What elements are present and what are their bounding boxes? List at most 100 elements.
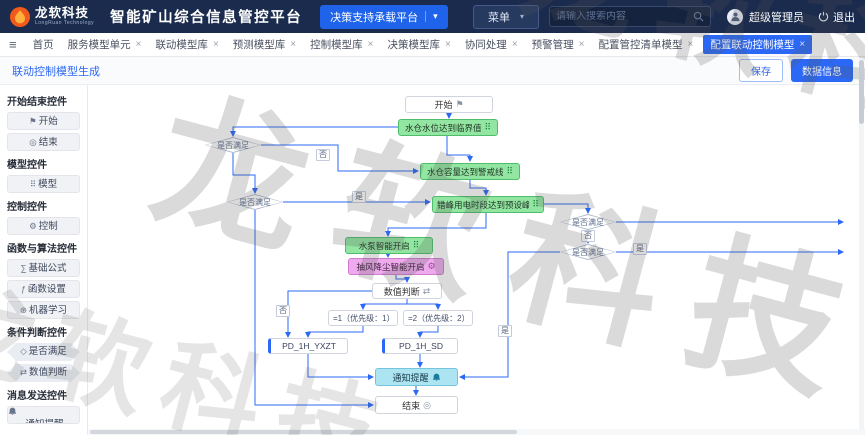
swap-arrows-icon: ⇄	[422, 285, 431, 296]
vertical-scrollbar-thumb[interactable]	[859, 60, 864, 124]
model-toolbar: 联动控制模型生成 保存 数据信息	[0, 57, 865, 85]
flow-node-g2[interactable]: 水仓容量达到警戒线⠿	[420, 163, 520, 180]
tab-item[interactable]: 控制模型库 ×	[303, 33, 380, 56]
tab-item[interactable]: 预警管理 ×	[525, 33, 592, 56]
flow-edge	[469, 180, 489, 196]
flag-icon: ⚑	[455, 99, 464, 109]
sidebar-item-model[interactable]: ⠿模型	[7, 175, 80, 193]
flow-edge	[395, 275, 410, 283]
flow-node-notify[interactable]: 通知提醒	[375, 368, 458, 386]
tab-close-icon[interactable]: ×	[444, 38, 451, 50]
flow-node-d1[interactable]: 是否满足	[205, 137, 261, 153]
flow-node-pink[interactable]: 抽风降尘智能开启⚙	[348, 258, 444, 275]
menu-dropdown-button[interactable]: 菜单 ▾	[472, 4, 539, 29]
sidebar-item-formula[interactable]: ∑基础公式	[7, 259, 80, 277]
flow-node-pd2[interactable]: PD_1H_SD	[382, 338, 458, 354]
flow-edge	[305, 326, 364, 338]
flow-node-g3[interactable]: 错峰用电时段达到预设峰值段⠿	[432, 196, 544, 213]
flow-node-pd1[interactable]: PD_1H_YXZT	[268, 338, 348, 354]
platform-button-label: 决策支持承载平台	[330, 11, 419, 24]
sidebar-section-title: 函数与算法控件	[7, 244, 77, 255]
node-label: 是否满足	[572, 247, 604, 257]
flow-node-p1[interactable]: =1（优先级：1）	[328, 310, 398, 326]
flow-edge	[285, 290, 372, 338]
tab-label: 预警管理	[531, 39, 574, 51]
app-header: 龙软科技 LongRuan Technology 智能矿山综合信息管控平台 决策…	[0, 0, 865, 33]
save-button[interactable]: 保存	[739, 59, 783, 82]
horizontal-scrollbar-thumb[interactable]	[90, 430, 518, 434]
sidebar-item-num[interactable]: ⇄数值判断	[7, 364, 80, 382]
tab-label: 服务模型单元	[67, 39, 131, 51]
sidebar-item-ml[interactable]: ⊛机器学习	[7, 301, 80, 319]
flow-node-start[interactable]: 开始⚑	[405, 96, 493, 113]
flow-node-d2[interactable]: 是否满足	[227, 194, 283, 210]
tab-item[interactable]: 配置管控清单模型 ×	[592, 33, 701, 56]
model-grid-icon: ⠿	[412, 240, 420, 250]
sidebar-item-label: 是否满足	[28, 346, 67, 357]
model-page-title: 联动控制模型生成	[12, 65, 100, 78]
flow-canvas[interactable]: 开始⚑水仓水位达到临界值⠿是否满足水仓容量达到警戒线⠿错峰用电时段达到预设峰值段…	[88, 85, 865, 435]
node-label: PD_1H_YXZT	[282, 341, 336, 351]
tab-bar: ≡ 首页服务模型单元×联动模型库×预测模型库×控制模型库×决策模型库×协同处理×…	[0, 33, 865, 57]
flow-edge	[230, 126, 398, 137]
sidebar-item-label: 通知提醒	[25, 419, 63, 423]
tab-item[interactable]: 决策模型库×	[380, 33, 457, 56]
search-box	[549, 6, 711, 27]
tab-close-icon[interactable]: ×	[511, 38, 518, 50]
node-label: =1（优先级：1）	[333, 313, 393, 323]
tab-item[interactable]: 预测模型库×	[226, 33, 303, 56]
node-label: 错峰用电时段达到预设峰值段	[437, 199, 530, 210]
tab-label: 配置管控清单模型	[598, 39, 683, 51]
sidebar-item-control[interactable]: ⚙控制	[7, 217, 80, 235]
tab-item[interactable]: 联动模型库×	[148, 33, 225, 56]
flow-node-g1[interactable]: 水仓水位达到临界值⠿	[398, 119, 498, 136]
tab-label: 协同处理	[464, 39, 507, 51]
sidebar-item-end[interactable]: ◎结束	[7, 133, 80, 151]
flow-node-p2[interactable]: =2（优先级：2）	[403, 310, 473, 326]
tab-label: 控制模型库	[310, 39, 363, 51]
edge-label: 是	[498, 325, 512, 337]
tab-close-icon[interactable]: ×	[367, 38, 374, 50]
edge-label: 否	[581, 230, 595, 242]
flow-node-judge[interactable]: 数值判断⇄	[372, 283, 442, 299]
node-label: 水仓容量达到警戒线	[426, 166, 504, 177]
flow-node-end[interactable]: 结束◎	[375, 396, 458, 414]
model-grid-icon: ⠿	[29, 179, 37, 189]
flow-node-g4[interactable]: 水泵智能开启⠿	[345, 237, 433, 254]
sidebar-item-bell[interactable]: 通知提醒	[7, 406, 80, 424]
node-label: =2（优先级：2）	[408, 313, 468, 323]
sidebar-item-cond[interactable]: ◇是否满足	[7, 343, 80, 361]
search-input[interactable]	[556, 11, 693, 22]
user-menu[interactable]: 超级管理员	[727, 8, 804, 25]
flow-node-dA[interactable]: 是否满足	[560, 214, 616, 230]
logout-button[interactable]: 退出	[818, 9, 855, 25]
node-label: 是否满足	[217, 140, 249, 150]
tab-close-icon[interactable]: ×	[799, 38, 806, 50]
horizontal-scrollbar[interactable]	[88, 429, 865, 435]
bell-icon	[432, 373, 441, 382]
gear-icon: ⚙	[427, 261, 436, 271]
tab-item[interactable]: 首页	[26, 33, 61, 56]
search-icon[interactable]	[693, 11, 704, 22]
flow-edge	[385, 213, 487, 237]
tab-item[interactable]: 服务模型单元 ×	[61, 33, 149, 56]
sidebar-item-flag[interactable]: ⚑开始	[7, 112, 80, 130]
tab-close-icon[interactable]: ×	[290, 38, 297, 50]
vertical-scrollbar[interactable]	[859, 58, 864, 430]
tab-close-icon[interactable]: ×	[212, 38, 219, 50]
logo: 龙软科技 LongRuan Technology	[10, 6, 94, 27]
tab-close-icon[interactable]: ×	[687, 38, 694, 50]
tab-close-icon[interactable]: ×	[578, 38, 585, 50]
tab-close-icon[interactable]: ×	[135, 38, 142, 50]
node-label: 结束	[402, 400, 421, 411]
sidebar-item-label: 开始	[38, 116, 58, 127]
tab-item[interactable]: 配置联动控制模型×	[703, 35, 813, 54]
hamburger-icon[interactable]: ≡	[9, 37, 17, 52]
tab-item[interactable]: 协同处理 ×	[458, 33, 525, 56]
platform-switch-button[interactable]: 决策支持承载平台 ▾	[320, 4, 448, 29]
sidebar-section-title: 控制控件	[7, 202, 47, 213]
flow-node-dB[interactable]: 是否满足	[560, 244, 616, 260]
data-info-button[interactable]: 数据信息	[791, 59, 853, 82]
sidebar-item-label: 函数设置	[27, 284, 66, 295]
